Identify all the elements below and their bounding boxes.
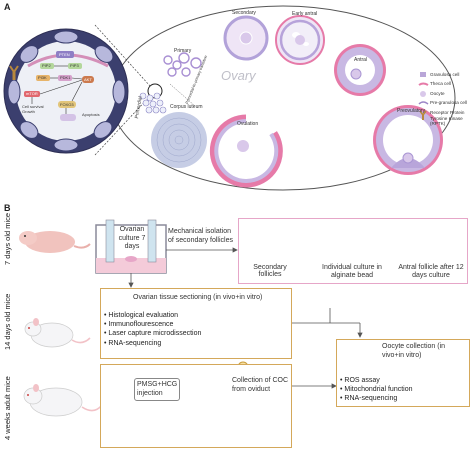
culture-label: Ovarian culture 7 days	[118, 226, 146, 250]
pup-mouse-icon	[19, 231, 91, 253]
legend-swatch-oocyte	[420, 91, 426, 97]
pten-box	[56, 51, 74, 58]
oocyte-list: ROS assay Mitochondrial function RNA-seq…	[340, 376, 413, 404]
legend-swatch-pregranulosa	[418, 101, 429, 105]
cell-ring-segments	[7, 30, 126, 152]
legend-swatch-theca	[418, 82, 429, 86]
sectioning-item: Histological evaluation	[104, 311, 201, 320]
mtor-box	[24, 91, 40, 97]
label-ovulation: Ovulation	[237, 121, 259, 127]
juvenile-mouse-icon	[24, 318, 91, 348]
oocyte-title: Oocyte collection (in vivo+in vitro)	[382, 343, 446, 359]
oocyte-item: RNA-sequencing	[340, 394, 413, 403]
zoom-line	[94, 95, 151, 156]
pip2-box	[40, 63, 54, 69]
sectioning-title: Ovarian tissue sectioning (in vivo+in vi…	[133, 294, 263, 301]
legend-pregranulosa: Pre-granulosa cell	[430, 100, 468, 105]
label-pten: PTEN	[59, 52, 70, 57]
legend-theca: Theca cell	[430, 81, 451, 86]
legend-swatch-receptor-icon	[419, 110, 427, 120]
legend-oocyte: Oocyte	[430, 91, 445, 96]
foxo3-box	[58, 101, 76, 108]
injection-label: PMSG+HCG injection	[134, 378, 180, 401]
label-primary: Primary	[174, 48, 192, 54]
ovulation-follicle	[209, 114, 283, 188]
antral-after-label: Antral follicle after 12 days culture	[398, 264, 464, 279]
label-mtor: mTOR	[26, 91, 38, 96]
label-pi3k: PI3K	[38, 75, 47, 80]
zoom-line	[94, 24, 151, 87]
coc-label: Collection of COC from oviduct	[232, 377, 289, 393]
primordial-follicles	[139, 92, 167, 114]
primary-follicles	[163, 52, 202, 77]
legend-granulosa: Granulosa cell	[430, 72, 460, 77]
label-apoptosis: Apoptosis	[82, 112, 100, 117]
sectioning-item: RNA-sequencing	[104, 339, 201, 348]
oocyte-item: Mitochondrial function	[340, 385, 412, 394]
corpus-luteum	[151, 112, 207, 168]
label-foxo3: FOXO3	[60, 102, 74, 107]
label-preovulatory: Preovulatory	[397, 108, 426, 114]
label-pip2: PIP2	[42, 63, 51, 68]
panel-a-illustration	[3, 5, 456, 191]
injection-box	[100, 364, 292, 448]
label-pdk1: PDK1	[60, 75, 71, 80]
legend-swatch-granulosa	[420, 72, 426, 77]
receptor-icon	[9, 65, 19, 80]
pip3-box	[68, 63, 82, 69]
pdk1-box	[58, 75, 72, 81]
legend-receptor: Receptor Protein Tyrosine Kinase (RPTK)	[430, 110, 465, 126]
label-early-antral: Early antral	[292, 11, 318, 17]
individual-culture-label: Individual culture in alginate bead	[322, 264, 382, 279]
akt-box	[82, 76, 94, 83]
ovary-title: Ovary	[221, 68, 256, 83]
adult-mouse-icon	[23, 384, 103, 417]
label-corpus-luteum: Corpus luteum	[170, 104, 203, 110]
sectioning-list: Histological evaluation Immunoflourescen…	[104, 311, 201, 348]
label-akt: AKT	[84, 77, 92, 82]
isolation-label: Mechanical isolation of secondary follic…	[168, 228, 233, 244]
secondary-follicles-label: Secondary follicles	[253, 264, 287, 278]
label-pip3: PIP3	[70, 63, 79, 68]
label-cell-survival: Cell survival Growth	[22, 104, 44, 114]
nucleus-box	[60, 114, 76, 121]
pi3k-box	[36, 75, 50, 81]
sectioning-item: Laser capture microdissection	[104, 329, 201, 338]
label-secondary: Secondary	[232, 10, 256, 16]
sectioning-item: Immunoflourescence	[104, 320, 201, 329]
follicle-culture-box	[238, 218, 468, 284]
oocyte-item: ROS assay	[340, 376, 413, 385]
panel-b-letter: B	[4, 203, 11, 213]
panel-a-letter: A	[4, 2, 11, 12]
transition-arrow	[169, 83, 196, 107]
label-antral: Antral	[354, 57, 368, 63]
